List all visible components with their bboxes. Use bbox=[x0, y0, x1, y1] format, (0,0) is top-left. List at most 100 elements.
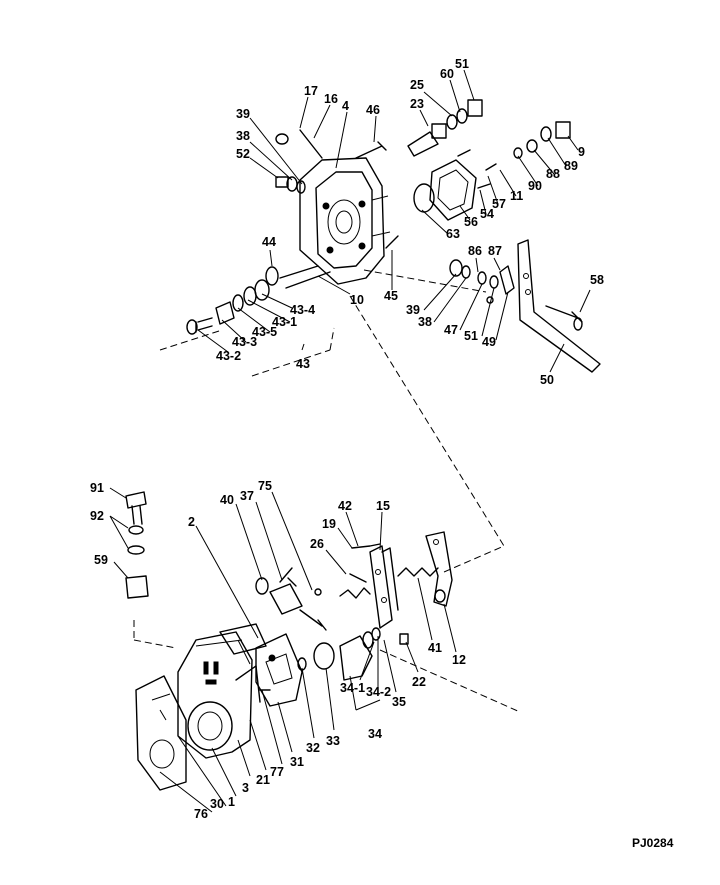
callout-label: 54 bbox=[480, 207, 494, 221]
pin bbox=[399, 633, 409, 645]
callout-label: 46 bbox=[366, 103, 380, 117]
callout-label: 42 bbox=[338, 499, 352, 513]
callout-label: 34 bbox=[368, 727, 382, 741]
callout-label: 43-2 bbox=[216, 349, 241, 363]
callout-label: 58 bbox=[590, 273, 604, 287]
callout-label: 51 bbox=[464, 329, 478, 343]
callout-label: 43-1 bbox=[272, 315, 297, 329]
callout-labels: 17 16 39 4 46 23 25 60 51 38 52 9 89 88 … bbox=[90, 57, 604, 821]
callout-label: 49 bbox=[482, 335, 496, 349]
seal bbox=[275, 133, 289, 145]
callout-label: 89 bbox=[564, 159, 578, 173]
callout-label: 38 bbox=[418, 315, 432, 329]
callout-label: 10 bbox=[350, 293, 364, 307]
drawing-code: PJ0284 bbox=[632, 836, 674, 850]
torque-spring-assembly bbox=[186, 279, 270, 335]
adjust-screw bbox=[285, 271, 331, 289]
plug-stack bbox=[275, 176, 306, 194]
callout-label: 38 bbox=[236, 129, 250, 143]
callout-label: 11 bbox=[510, 189, 523, 203]
callout-label: 75 bbox=[258, 479, 272, 493]
callout-label: 19 bbox=[322, 517, 336, 531]
callout-label: 91 bbox=[90, 481, 104, 495]
shaft bbox=[279, 265, 319, 279]
start-spring bbox=[397, 567, 439, 577]
callout-label: 22 bbox=[412, 675, 426, 689]
lower-leaders bbox=[109, 487, 457, 813]
callout-label: 33 bbox=[326, 734, 340, 748]
callout-label: 87 bbox=[488, 244, 502, 258]
callout-label: 34-2 bbox=[366, 685, 391, 699]
link-rod bbox=[349, 573, 367, 583]
callout-label: 76 bbox=[194, 807, 208, 821]
guide-pin bbox=[351, 543, 381, 549]
bolt-washer-stack bbox=[125, 491, 149, 599]
callout-label: 30 bbox=[210, 797, 224, 811]
callout-label: 43 bbox=[296, 357, 310, 371]
sleeve-stack bbox=[297, 627, 381, 681]
callout-label: 23 bbox=[410, 97, 424, 111]
callout-label: 52 bbox=[236, 147, 250, 161]
callout-label: 43-5 bbox=[252, 325, 277, 339]
callout-label: 16 bbox=[324, 92, 338, 106]
callout-label: 50 bbox=[540, 373, 554, 387]
right-nut-stack bbox=[513, 121, 571, 159]
upper-assembly bbox=[159, 99, 601, 377]
callout-label: 15 bbox=[376, 499, 390, 513]
lower-assembly bbox=[125, 491, 521, 791]
callout-label: 51 bbox=[455, 57, 469, 71]
callout-label: 77 bbox=[270, 765, 284, 779]
callout-label: 26 bbox=[310, 537, 324, 551]
callout-label: 4 bbox=[342, 99, 349, 113]
callout-label: 32 bbox=[306, 741, 320, 755]
callout-label: 25 bbox=[410, 78, 424, 92]
callout-label: 63 bbox=[446, 227, 460, 241]
upper-leaders bbox=[197, 69, 591, 373]
callout-label: 59 bbox=[94, 553, 108, 567]
governor-housing bbox=[299, 157, 391, 285]
front-gasket bbox=[135, 675, 187, 791]
floating-lever bbox=[369, 545, 399, 629]
callout-label: 92 bbox=[90, 509, 104, 523]
pin bbox=[299, 129, 323, 159]
callout-label: 43-3 bbox=[232, 335, 257, 349]
callout-label: 60 bbox=[440, 67, 454, 81]
lever-shaft-stack bbox=[449, 259, 515, 304]
callout-label: 34-1 bbox=[340, 681, 365, 695]
callout-label: 88 bbox=[546, 167, 560, 181]
bolt bbox=[355, 141, 387, 159]
callout-label: 41 bbox=[428, 641, 442, 655]
callout-label: 90 bbox=[528, 179, 542, 193]
flyweight-holder bbox=[255, 633, 303, 707]
callout-label: 17 bbox=[304, 84, 318, 98]
screw bbox=[385, 235, 399, 249]
callout-label: 1 bbox=[228, 795, 235, 809]
callout-label: 21 bbox=[256, 773, 270, 787]
stop-valve bbox=[407, 99, 483, 157]
callout-label: 31 bbox=[290, 755, 304, 769]
control-lever-shaft bbox=[255, 567, 327, 631]
side-cover bbox=[413, 149, 497, 221]
callout-label: 9 bbox=[578, 145, 585, 159]
spring bbox=[339, 587, 371, 599]
washer bbox=[265, 266, 279, 286]
callout-label: 39 bbox=[406, 303, 420, 317]
callout-label: 57 bbox=[492, 197, 506, 211]
callout-label: 45 bbox=[384, 289, 398, 303]
callout-label: 86 bbox=[468, 244, 482, 258]
callout-label: 44 bbox=[262, 235, 276, 249]
callout-label: 47 bbox=[444, 323, 458, 337]
callout-label: 12 bbox=[452, 653, 466, 667]
callout-label: 2 bbox=[188, 515, 195, 529]
tension-lever bbox=[425, 531, 453, 607]
control-lever bbox=[517, 239, 601, 373]
callout-label: 40 bbox=[220, 493, 234, 507]
callout-label: 35 bbox=[392, 695, 406, 709]
top-gasket bbox=[219, 623, 267, 655]
callout-label: 56 bbox=[464, 215, 478, 229]
callout-label: 37 bbox=[240, 489, 254, 503]
callout-label: 43-4 bbox=[290, 303, 315, 317]
callout-label: 39 bbox=[236, 107, 250, 121]
callout-label: 3 bbox=[242, 781, 249, 795]
